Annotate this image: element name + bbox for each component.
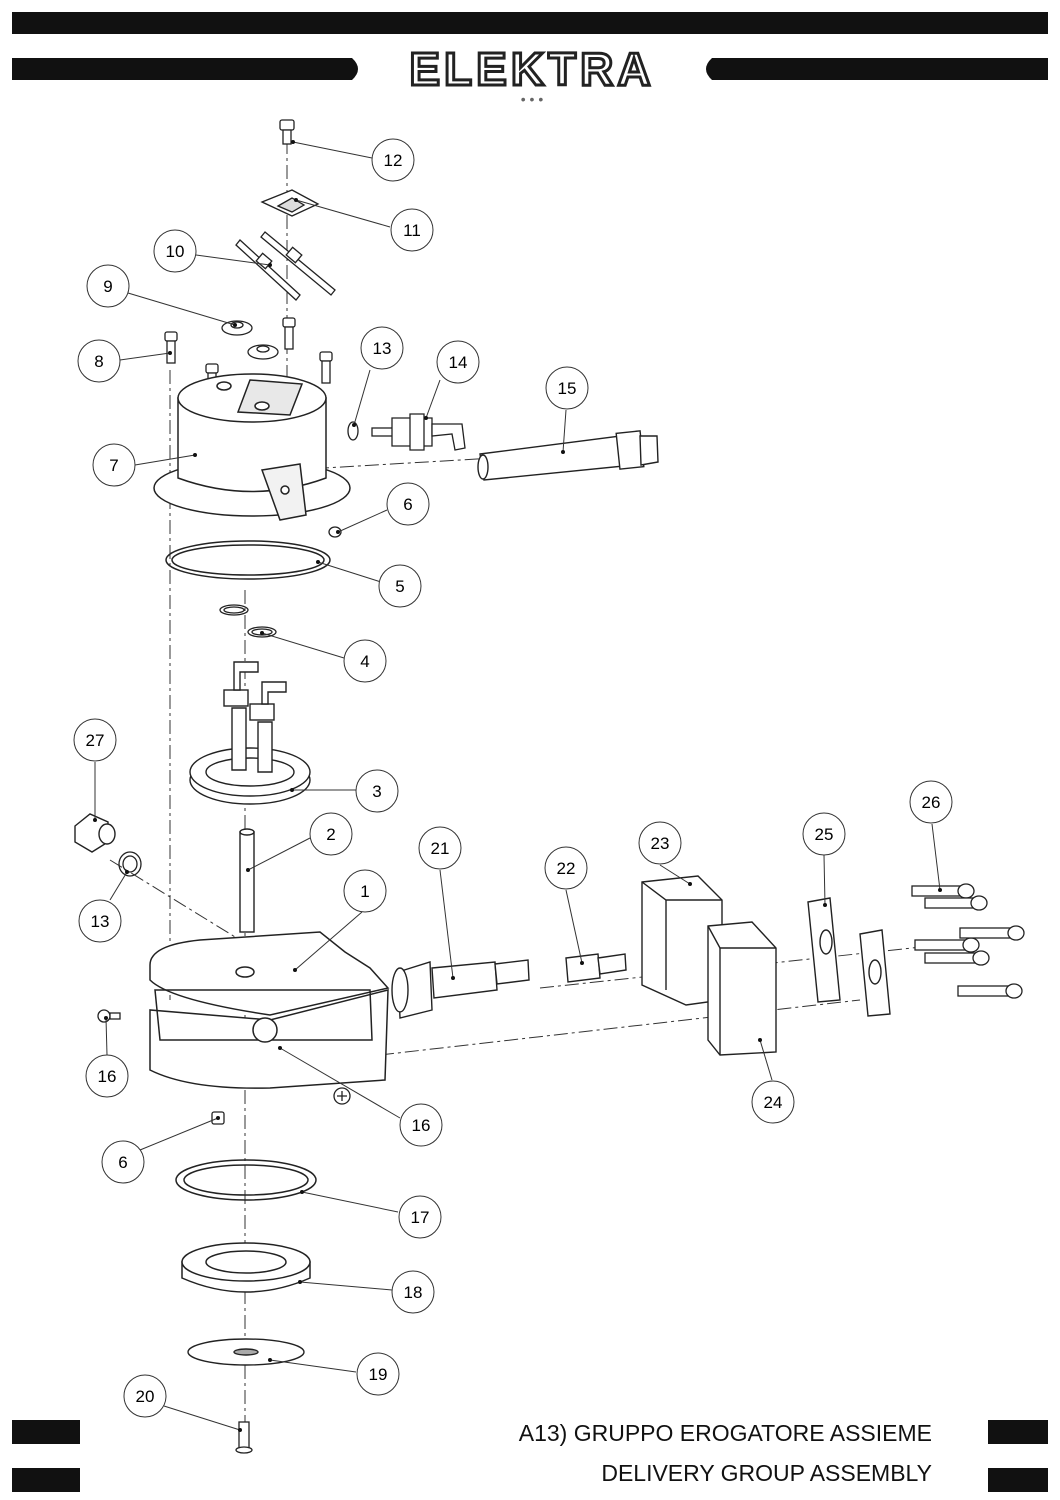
- svg-text:14: 14: [449, 353, 468, 372]
- callout-24: 24: [751, 1080, 795, 1124]
- svg-text:5: 5: [395, 577, 404, 596]
- svg-text:23: 23: [651, 834, 670, 853]
- callout-4: 4: [343, 639, 387, 683]
- part-15-tube: [477, 430, 659, 481]
- footer-blocks: [12, 1420, 1048, 1492]
- brand-logo: ELEKTRA • • •: [408, 42, 654, 108]
- svg-text:4: 4: [360, 652, 369, 671]
- svg-text:19: 19: [369, 1365, 388, 1384]
- callout-13a: 13: [360, 326, 404, 370]
- callout-16b: 16: [399, 1103, 443, 1147]
- leader-lines: [93, 140, 942, 1432]
- svg-text:6: 6: [403, 495, 412, 514]
- svg-text:7: 7: [109, 456, 118, 475]
- svg-text:9: 9: [103, 277, 112, 296]
- part-5-gasket: [165, 540, 331, 580]
- svg-text:10: 10: [166, 242, 185, 261]
- brand-name: ELEKTRA: [409, 43, 654, 95]
- callout-26: 26: [909, 780, 953, 824]
- part-18-disc: [181, 1242, 311, 1293]
- part-12-screw: [279, 119, 295, 145]
- svg-text:12: 12: [384, 151, 403, 170]
- part-11-clip: [260, 189, 320, 217]
- assembly-title-italian: A13) GRUPPO EROGATORE ASSIEME: [518, 1420, 932, 1446]
- part-2-tube: [239, 828, 255, 933]
- part-13b-washer: [118, 851, 142, 877]
- callout-20: 20: [123, 1374, 167, 1418]
- svg-text:24: 24: [764, 1093, 783, 1112]
- part-21-shaft: [391, 959, 530, 1019]
- callout-14: 14: [436, 340, 480, 384]
- svg-text:22: 22: [557, 859, 576, 878]
- svg-text:25: 25: [815, 825, 834, 844]
- callout-16a: 16: [85, 1054, 129, 1098]
- part-27-plug: [74, 813, 116, 853]
- part-4-orings: [219, 604, 277, 638]
- part-9-nuts: [221, 320, 279, 360]
- callout-19: 19: [356, 1352, 400, 1396]
- callout-10: 10: [153, 229, 197, 273]
- callout-7: 7: [92, 443, 136, 487]
- svg-text:20: 20: [136, 1387, 155, 1406]
- part-1-body: [149, 931, 390, 1089]
- callout-22: 22: [544, 846, 588, 890]
- svg-text:2: 2: [326, 825, 335, 844]
- header-bars: [12, 12, 1048, 80]
- callout-11: 11: [390, 208, 434, 252]
- svg-text:13: 13: [91, 912, 110, 931]
- svg-text:21: 21: [431, 839, 450, 858]
- svg-text:27: 27: [86, 731, 105, 750]
- part-6a-grub: [328, 526, 342, 538]
- svg-text:1: 1: [360, 882, 369, 901]
- svg-text:17: 17: [411, 1208, 430, 1227]
- callout-15: 15: [545, 366, 589, 410]
- part-19-screen: [187, 1338, 305, 1366]
- assembly-title-english: DELIVERY GROUP ASSEMBLY: [601, 1460, 932, 1486]
- part-17-gasket: [175, 1159, 317, 1201]
- callout-27: 27: [73, 718, 117, 762]
- callout-12: 12: [371, 138, 415, 182]
- svg-text:16: 16: [98, 1067, 117, 1086]
- part-24-block: [707, 921, 777, 1056]
- part-3-heater: [189, 661, 311, 805]
- part-13a-washer: [347, 421, 359, 441]
- part-26-bolts: [911, 883, 1025, 999]
- callout-17: 17: [398, 1195, 442, 1239]
- part-20-screw: [235, 1421, 253, 1454]
- part-14-fitting: [371, 413, 466, 451]
- callout-6b: 6: [101, 1140, 145, 1184]
- svg-text:16: 16: [412, 1116, 431, 1135]
- callout-13b: 13: [78, 899, 122, 943]
- svg-text:6: 6: [118, 1153, 127, 1172]
- svg-text:3: 3: [372, 782, 381, 801]
- callout-25: 25: [802, 812, 846, 856]
- callout-18: 18: [391, 1270, 435, 1314]
- callout-6a: 6: [386, 482, 430, 526]
- svg-text:8: 8: [94, 352, 103, 371]
- part-7-housing: [153, 373, 351, 521]
- callout-21: 21: [418, 826, 462, 870]
- svg-text:18: 18: [404, 1283, 423, 1302]
- part-25-plates: [807, 897, 891, 1017]
- brand-dots: • • •: [521, 91, 544, 107]
- part-22-fitting: [565, 953, 627, 983]
- callout-bubbles: 12 11 10 9 8 13 14 15 7 6 5 4 3 27 2 21 …: [73, 138, 953, 1418]
- svg-text:15: 15: [558, 379, 577, 398]
- svg-text:26: 26: [922, 793, 941, 812]
- callout-5: 5: [378, 564, 422, 608]
- svg-text:11: 11: [403, 221, 421, 240]
- callout-1: 1: [343, 869, 387, 913]
- callout-8: 8: [77, 339, 121, 383]
- callout-2: 2: [309, 812, 353, 856]
- part-10-electrodes: [235, 231, 336, 301]
- callout-3: 3: [355, 769, 399, 813]
- svg-text:13: 13: [373, 339, 392, 358]
- callout-9: 9: [86, 264, 130, 308]
- callout-23: 23: [638, 821, 682, 865]
